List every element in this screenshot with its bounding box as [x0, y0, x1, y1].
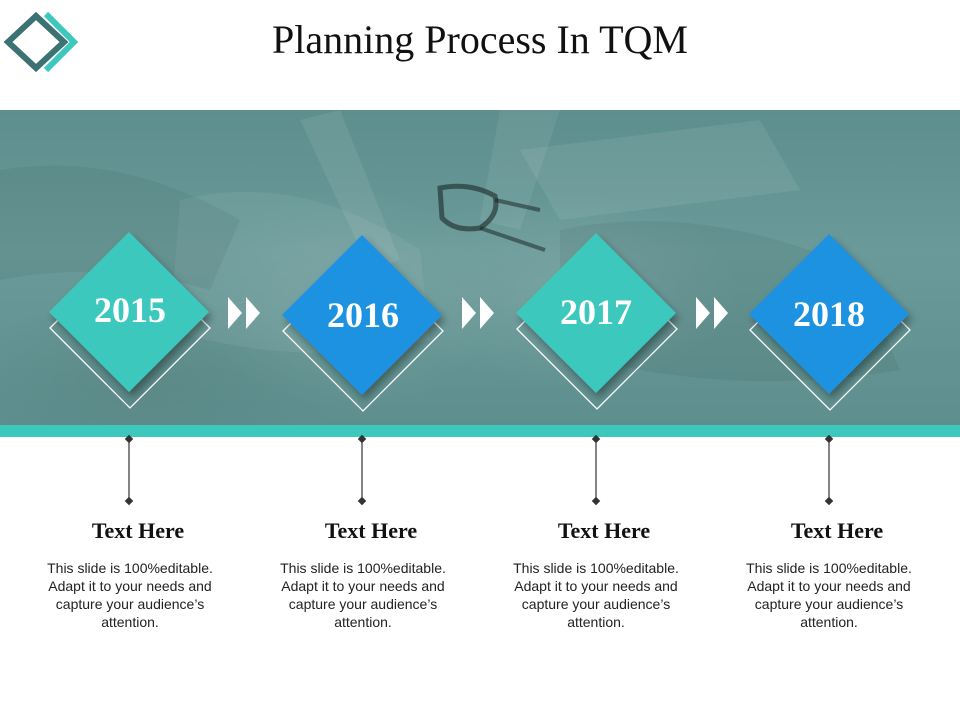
chevron-arrow-icon	[462, 297, 476, 329]
milestone-heading: Text Here	[557, 518, 651, 543]
milestone-year-2015: 2015	[94, 290, 166, 330]
milestone-heading: Text Here	[91, 518, 185, 543]
connector-dot	[591, 434, 601, 444]
connector-dot	[124, 434, 134, 444]
chevron-arrow-icon	[696, 297, 710, 329]
milestone-year-2017: 2017	[560, 292, 632, 332]
milestone-description: This slide is 100%editable. Adapt it to …	[280, 560, 446, 630]
milestone-diamond	[282, 235, 442, 395]
connector-dot	[357, 496, 367, 506]
connector-dot	[824, 434, 834, 444]
chevron-arrow-icon	[246, 297, 260, 329]
connector-dot	[124, 496, 134, 506]
milestone-description: This slide is 100%editable. Adapt it to …	[513, 560, 679, 630]
milestone-heading: Text Here	[790, 518, 884, 543]
milestone-diamond	[516, 233, 676, 393]
milestone-diamond	[749, 234, 909, 394]
connector-dot	[824, 496, 834, 506]
milestone-description: This slide is 100%editable. Adapt it to …	[47, 560, 213, 630]
milestone-year-2018: 2018	[793, 294, 865, 334]
timeline-stripe	[0, 425, 960, 437]
milestone-year-2016: 2016	[327, 295, 399, 335]
milestone-description: This slide is 100%editable. Adapt it to …	[746, 560, 912, 630]
connector-dot	[357, 434, 367, 444]
page-title: Planning Process In TQM	[272, 17, 688, 62]
logo-diamond-icon	[3, 11, 79, 73]
chevron-arrow-icon	[480, 297, 494, 329]
chevron-arrow-icon	[714, 297, 728, 329]
chevron-arrow-icon	[228, 297, 242, 329]
milestone-heading: Text Here	[324, 518, 418, 543]
milestone-diamond	[49, 232, 209, 392]
connector-dot	[591, 496, 601, 506]
